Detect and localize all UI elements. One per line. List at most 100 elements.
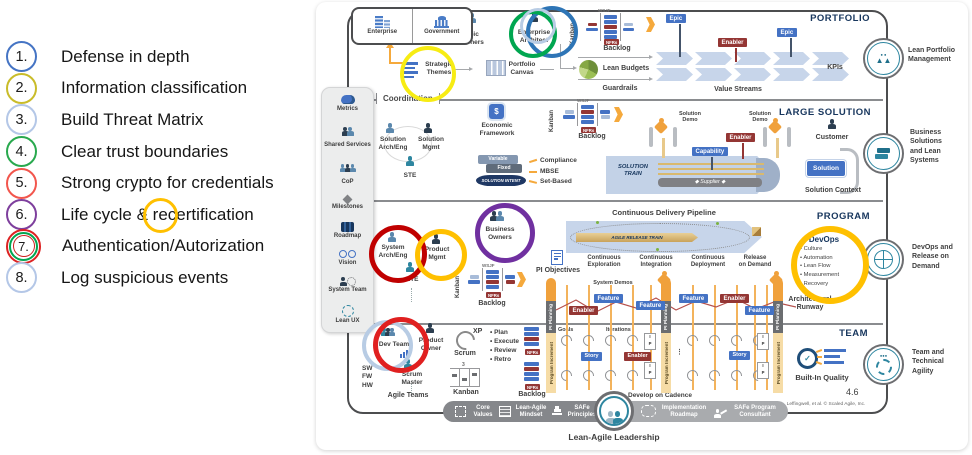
enabler-pole bbox=[742, 143, 744, 159]
compliance-label: Compliance bbox=[540, 157, 577, 164]
scrum-label: Scrum bbox=[454, 350, 476, 357]
enterprise-building-icon bbox=[374, 16, 390, 29]
economic-framework-icon: $ bbox=[489, 104, 504, 119]
core-values-icon bbox=[455, 406, 466, 417]
system-team-icon bbox=[339, 276, 356, 286]
continuous-integration-label: Continuous Integration bbox=[639, 255, 673, 269]
list-item: 4. Clear trust boundaries bbox=[6, 136, 316, 168]
strategic-themes-icon bbox=[404, 62, 418, 78]
product-mgmt-icon bbox=[432, 234, 440, 244]
solution-intent-banner: SOLUTION INTENT bbox=[476, 175, 526, 186]
program-kanban-label: Kanban bbox=[455, 276, 461, 299]
program-backlog-label: Backlog bbox=[478, 300, 506, 307]
pi-demo-figure bbox=[656, 271, 672, 288]
cdp-pipeline: AGILE RELEASE TRAIN bbox=[566, 221, 762, 253]
connector-line bbox=[560, 44, 562, 68]
pi-objectives-label: PI Objectives bbox=[536, 267, 580, 274]
capability-tag: Capability bbox=[692, 147, 728, 156]
devops-list: • Culture • Automation • Lean Flow • Mea… bbox=[800, 246, 840, 287]
biq-line bbox=[824, 349, 846, 352]
number-badge: 7. bbox=[12, 235, 35, 258]
milestones-icon bbox=[342, 194, 353, 205]
continuous-exploration-label: Continuous Exploration bbox=[587, 255, 621, 269]
bsls-label: Business Solutions and Lean Systems bbox=[910, 129, 942, 165]
customer-label: Customer bbox=[815, 134, 849, 141]
pi-demo-figure bbox=[768, 271, 784, 288]
built-in-quality-label: Built-In Quality bbox=[795, 373, 849, 382]
devops-compass-icon bbox=[867, 243, 900, 276]
story-tag: Story bbox=[581, 352, 603, 361]
solution-arch-label: Solution Arch/Eng bbox=[378, 136, 408, 151]
strategic-themes-label: Strategic Themes bbox=[425, 61, 453, 76]
ip-iteration-box: I P bbox=[757, 333, 769, 350]
metrics-icon bbox=[340, 95, 355, 104]
number-badge: 3. bbox=[6, 104, 37, 136]
enterprise-government-tab: Enterprise Government bbox=[351, 7, 473, 45]
lpm-label: Lean Portfolio Management bbox=[908, 47, 956, 64]
capability-pole bbox=[711, 157, 713, 170]
portfolio-backlog-label: Backlog bbox=[603, 45, 631, 52]
lean-agile-mindset-icon bbox=[499, 406, 511, 417]
ls-kanban-board bbox=[561, 103, 612, 126]
leadership-circle bbox=[594, 391, 634, 431]
vertical-ellipsis: ⋮ bbox=[676, 349, 683, 356]
security-checklist: 1. Defense in depth 2. Information class… bbox=[6, 41, 316, 294]
list-item-label: Authentication/Autorization bbox=[62, 236, 265, 256]
portfolio-kanban-label: Kanban bbox=[570, 23, 576, 46]
pi-bar-top bbox=[661, 278, 671, 301]
flow-chevron-icon bbox=[517, 272, 526, 287]
list-item-label: Clear trust boundaries bbox=[61, 141, 229, 161]
divider-largesolution-program bbox=[349, 200, 883, 202]
product-mgmt-label: Product Mgmt bbox=[424, 246, 450, 261]
program-increment-bar: Program Increment bbox=[663, 341, 669, 385]
list-item: 2. Information classification bbox=[6, 72, 316, 105]
art-tag bbox=[763, 127, 767, 147]
scrum-master-label: Scrum Master bbox=[401, 371, 423, 386]
wsjf-label: WSJF bbox=[577, 98, 590, 103]
nfrs-badge: NFRs bbox=[525, 384, 541, 390]
palette-item-lean-ux: Lean UX bbox=[324, 304, 371, 325]
wsjf-label: WSJF bbox=[598, 8, 611, 13]
kpis-label: KPIs bbox=[827, 64, 843, 71]
system-arch-icon bbox=[388, 232, 396, 242]
spc-label: SAFe Program Consultant bbox=[734, 405, 776, 419]
solution-intent-fixed: Fixed bbox=[486, 164, 522, 173]
lean-ux-cycle-icon bbox=[341, 304, 354, 317]
team-backlog-label: Backlog bbox=[518, 391, 546, 398]
devops-release-badge bbox=[863, 239, 904, 280]
arrow-up-icon bbox=[386, 42, 394, 48]
value-streams-label: Value Streams bbox=[714, 86, 762, 93]
safe-principles-icon bbox=[552, 406, 562, 416]
ip-iteration-box: I P bbox=[644, 362, 656, 379]
portfolio-section-label: PORTFOLIO bbox=[810, 13, 870, 24]
dash bbox=[529, 171, 537, 173]
art-tag bbox=[787, 127, 791, 147]
solution-demo-label: Solution Demo bbox=[679, 111, 701, 124]
arrowhead-icon bbox=[469, 66, 473, 71]
coordination-arrow-line bbox=[389, 47, 391, 64]
coordination-arrow-elbow bbox=[390, 62, 404, 64]
solution-demo-label: Solution Demo bbox=[749, 111, 771, 124]
system-demos-label: System Demos bbox=[593, 280, 633, 286]
epic-pole bbox=[679, 24, 681, 57]
ste-label: STE bbox=[403, 172, 417, 179]
list-item: 5. Strong crypto for credentials bbox=[6, 167, 316, 199]
solution-context-bracket bbox=[840, 148, 859, 194]
agile-release-train-bar: AGILE RELEASE TRAIN bbox=[576, 233, 698, 242]
solution-demo-figure bbox=[767, 118, 783, 135]
nfrs-badge: NFRs bbox=[486, 292, 502, 298]
release-on-demand-label: Release on Demand bbox=[738, 255, 772, 269]
story-tag: Story bbox=[729, 351, 751, 360]
epic-tag: Epic bbox=[666, 14, 686, 23]
devops-title: DevOps bbox=[808, 235, 840, 244]
pi-bar-top bbox=[546, 278, 556, 301]
team-agility-label: Team and Technical Agility bbox=[912, 349, 945, 375]
bsls-icon bbox=[867, 137, 900, 170]
enabler-pole bbox=[735, 48, 737, 62]
shared-services-icon bbox=[341, 123, 354, 141]
demo-pole bbox=[662, 138, 665, 158]
list-item-label: Defense in depth bbox=[61, 46, 190, 66]
number-badge: 6. bbox=[6, 199, 37, 231]
solution-intent-variable: Variable bbox=[478, 155, 518, 164]
leadership-bar-right bbox=[615, 401, 788, 422]
